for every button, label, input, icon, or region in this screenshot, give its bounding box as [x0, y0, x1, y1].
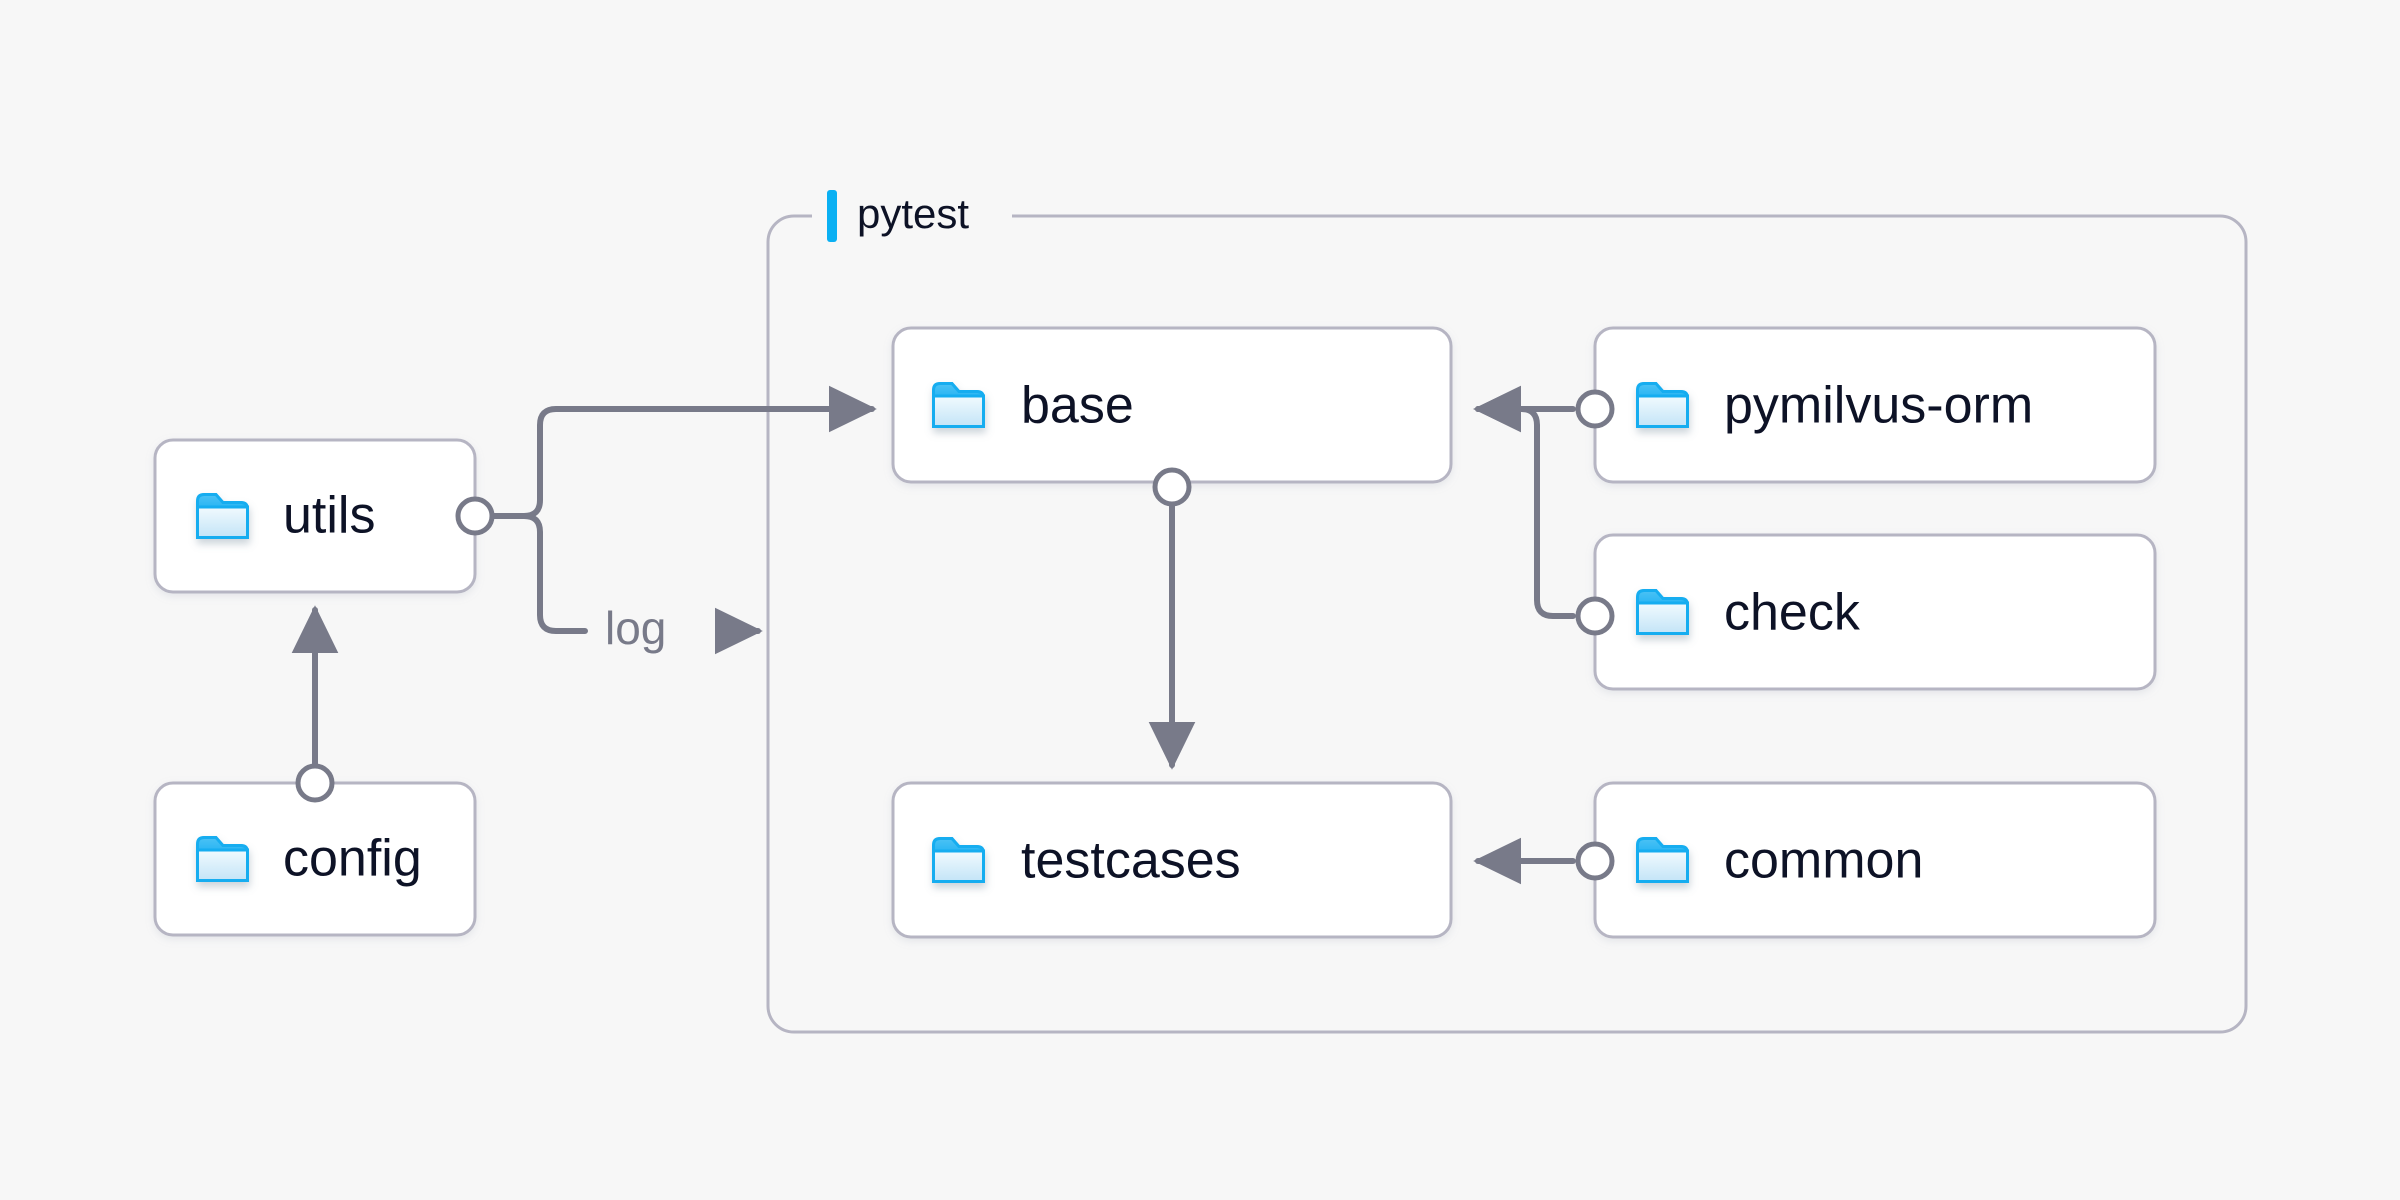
- node-base-port-bottom[interactable]: [1152, 467, 1192, 507]
- node-common-port-left[interactable]: [1575, 841, 1615, 881]
- pytest-accent-bar: [827, 190, 837, 242]
- folder-icon: [196, 836, 249, 882]
- node-common[interactable]: common: [1575, 781, 2157, 939]
- folder-icon: [932, 837, 985, 883]
- folder-icon: [1636, 837, 1689, 883]
- edge-check-to-base[interactable]: [1473, 385, 1576, 619]
- node-base[interactable]: base: [891, 326, 1453, 507]
- node-utils[interactable]: utils: [153, 438, 495, 594]
- pytest-group-label: pytest: [857, 190, 969, 237]
- node-utils-port-right[interactable]: [455, 496, 495, 536]
- pytest-group-label-backdrop: [812, 190, 1012, 242]
- folder-icon: [1636, 382, 1689, 428]
- edge-layer: [291, 385, 1576, 885]
- pytest-group[interactable]: pytest: [766, 190, 2248, 1034]
- node-check[interactable]: check: [1575, 533, 2157, 691]
- node-testcases[interactable]: testcases: [891, 781, 1453, 939]
- folder-icon: [1636, 589, 1689, 635]
- folder-icon: [932, 382, 985, 428]
- node-check-label: check: [1724, 584, 1861, 642]
- edge-utils-to-base[interactable]: [490, 385, 877, 519]
- node-utils-label: utils: [283, 487, 375, 545]
- node-config-port-top[interactable]: [295, 763, 335, 803]
- node-testcases-box: [891, 781, 1453, 939]
- node-testcases-label: testcases: [1021, 832, 1241, 890]
- node-check-port-left[interactable]: [1575, 596, 1615, 636]
- edge-utils-to-log[interactable]: [490, 513, 763, 655]
- node-base-label: base: [1021, 377, 1134, 435]
- node-pymilvus-orm[interactable]: pymilvus-orm: [1575, 326, 2157, 484]
- node-pymilvus-orm-port-left[interactable]: [1575, 389, 1615, 429]
- node-config-label: config: [283, 830, 422, 888]
- folder-icon: [196, 493, 249, 539]
- node-config[interactable]: config: [153, 763, 477, 937]
- pytest-group-border: [766, 214, 2248, 1034]
- node-common-label: common: [1724, 832, 1923, 890]
- edge-label-log: log: [605, 602, 666, 654]
- node-pymilvus-orm-label: pymilvus-orm: [1724, 377, 2033, 435]
